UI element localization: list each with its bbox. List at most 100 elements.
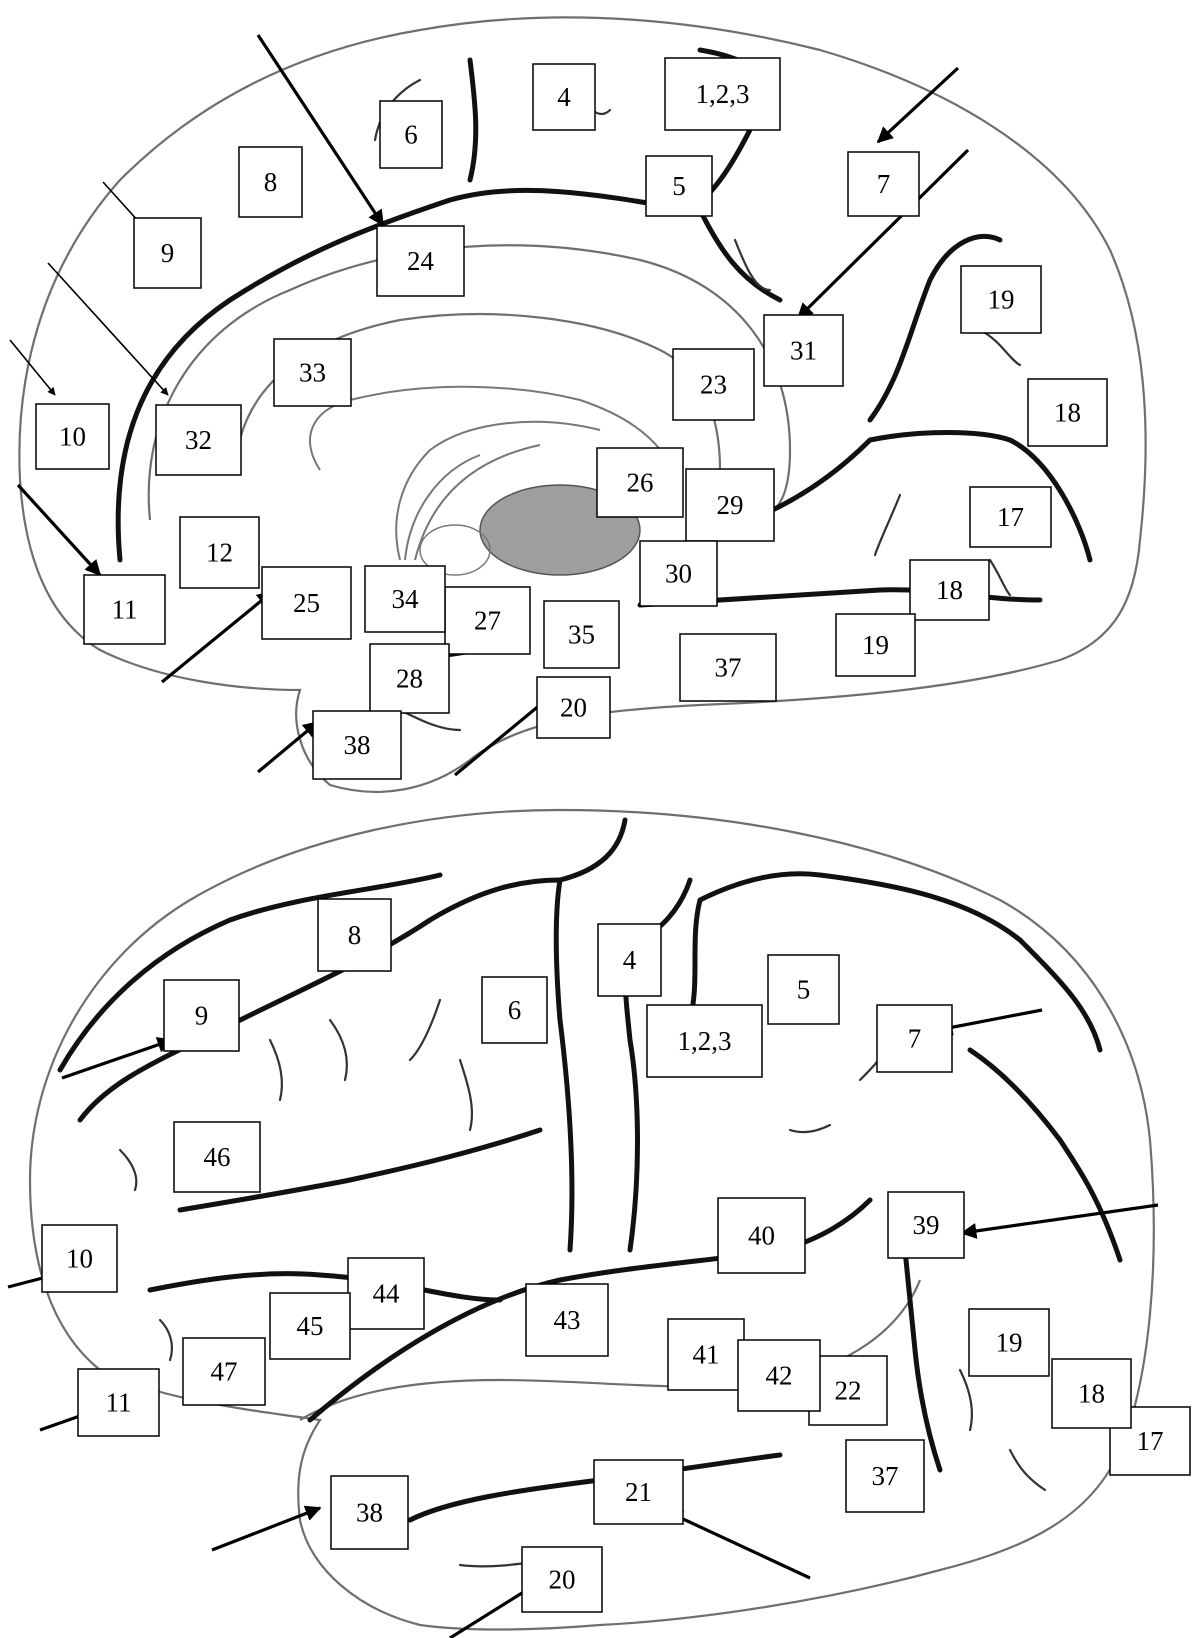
medial-label-text: 17: [997, 502, 1024, 532]
medial-label-text: 20: [560, 693, 587, 723]
lateral-label-text: 5: [797, 975, 811, 1005]
lateral-label-text: 43: [554, 1305, 581, 1335]
arrow-to-7: [878, 68, 958, 142]
medial-label-text: 30: [665, 559, 692, 589]
lateral-area-label: 19: [969, 1309, 1049, 1376]
medial-label-text: 9: [161, 238, 175, 268]
lateral-label-text: 10: [66, 1244, 93, 1274]
medial-area-label: 20: [537, 677, 610, 738]
lateral-area-label: 10: [42, 1225, 117, 1292]
lateral-area-label: 40: [718, 1198, 805, 1273]
arrow-to-38-medial: [258, 722, 318, 772]
lateral-area-label: 9: [164, 980, 239, 1051]
medial-label-text: 27: [474, 606, 501, 636]
medial-label-text: 23: [700, 370, 727, 400]
medial-area-label: 5: [646, 156, 712, 216]
medial-label-text: 26: [627, 468, 654, 498]
lateral-label-text: 42: [766, 1361, 793, 1391]
medial-area-label: 18: [910, 560, 989, 620]
lateral-area-label: 18: [1052, 1359, 1131, 1428]
medial-label-text: 8: [264, 167, 278, 197]
lateral-area-label: 47: [183, 1338, 265, 1405]
lateral-label-text: 45: [297, 1311, 324, 1341]
medial-area-label: 6: [380, 101, 442, 168]
medial-label-text: 10: [59, 422, 86, 452]
arrow-to-9-lateral: [62, 1040, 172, 1078]
medial-area-label: 17: [970, 487, 1051, 547]
lateral-label-text: 17: [1137, 1426, 1164, 1456]
lateral-label-text: 20: [549, 1565, 576, 1595]
medial-label-text: 32: [185, 425, 212, 455]
lateral-label-text: 7: [908, 1024, 922, 1054]
lateral-area-label: 6: [482, 977, 547, 1043]
medial-label-text: 18: [1054, 398, 1081, 428]
lateral-label-text: 39: [913, 1210, 940, 1240]
medial-label-text: 24: [407, 246, 435, 276]
lateral-area-label: 46: [174, 1122, 260, 1192]
medial-area-label: 18: [1028, 379, 1107, 446]
medial-area-label: 34: [365, 566, 445, 632]
medial-area-label: 23: [673, 349, 754, 420]
lateral-area-label: 8: [318, 899, 391, 971]
medial-area-label: 7: [848, 152, 919, 216]
medial-area-label: 27: [445, 587, 530, 654]
lateral-label-text: 37: [872, 1461, 899, 1491]
medial-area-label: 31: [764, 315, 843, 386]
medial-area-label: 8: [239, 147, 302, 217]
lateral-area-label: 21: [594, 1460, 683, 1524]
arrow-to-39: [962, 1205, 1158, 1233]
medial-area-label: 25: [262, 567, 351, 639]
medial-label-text: 38: [344, 730, 371, 760]
medial-area-label: 29: [686, 469, 774, 541]
lateral-label-text: 46: [204, 1142, 231, 1172]
lateral-area-label: 38: [331, 1476, 408, 1549]
lateral-label-text: 44: [373, 1279, 401, 1309]
medial-area-label: 11: [84, 575, 165, 644]
lateral-label-text: 19: [996, 1328, 1023, 1358]
lateral-label-text: 18: [1078, 1379, 1105, 1409]
medial-area-label: 19: [961, 266, 1041, 333]
medial-area-label: 4: [533, 64, 595, 130]
medial-area-label: 19: [836, 614, 915, 676]
medial-label-text: 5: [672, 171, 686, 201]
lateral-area-label: 5: [768, 955, 839, 1024]
medial-label-text: 1,2,3: [696, 79, 750, 109]
medial-label-text: 29: [717, 490, 744, 520]
medial-brain-view: 1,2,3 4 5 6 7 8 9 10 11 12 17 18 18 19 19 20 23 24 25 26 27 2…: [10, 17, 1146, 792]
medial-area-label: 12: [180, 517, 259, 588]
lateral-area-label: 1,2,3: [647, 1005, 762, 1077]
lateral-area-label: 20: [522, 1547, 602, 1612]
lateral-label-text: 21: [625, 1477, 652, 1507]
medial-label-text: 12: [206, 538, 233, 568]
lateral-label-text: 4: [623, 945, 637, 975]
medial-label-text: 19: [862, 630, 889, 660]
medial-area-label: 37: [680, 634, 776, 701]
medial-area-label: 35: [544, 601, 619, 668]
medial-label-text: 18: [936, 575, 963, 605]
medial-area-label: 33: [274, 339, 351, 406]
lateral-brain-view: 1,2,345678910111718192021223738394041424…: [8, 810, 1190, 1638]
medial-area-label: 24: [377, 226, 464, 296]
lateral-label-text: 41: [693, 1340, 720, 1370]
medial-label-text: 7: [877, 169, 891, 199]
lateral-area-label: 41: [668, 1319, 744, 1390]
lateral-label-text: 1,2,3: [678, 1026, 732, 1056]
lateral-area-label: 4: [598, 924, 661, 996]
arrow-to-25: [162, 592, 272, 682]
medial-label-text: 19: [988, 285, 1015, 315]
medial-label-text: 33: [299, 358, 326, 388]
arrow-to-7-lateral: [938, 1010, 1042, 1030]
medial-area-label: 1,2,3: [665, 58, 780, 130]
arrow-to-38-lateral: [212, 1508, 320, 1550]
lateral-area-label: 43: [526, 1284, 608, 1356]
lateral-label-text: 22: [835, 1376, 862, 1406]
lateral-label-text: 6: [508, 995, 522, 1025]
medial-area-label: 10: [36, 404, 109, 469]
lateral-label-text: 9: [195, 1001, 209, 1031]
lateral-label-text: 40: [748, 1221, 775, 1251]
medial-area-label: 28: [370, 644, 449, 713]
lateral-area-label: 11: [78, 1369, 159, 1436]
arrow-to-21: [668, 1512, 810, 1578]
medial-label-text: 31: [790, 336, 817, 366]
lateral-area-label: 45: [270, 1293, 350, 1359]
